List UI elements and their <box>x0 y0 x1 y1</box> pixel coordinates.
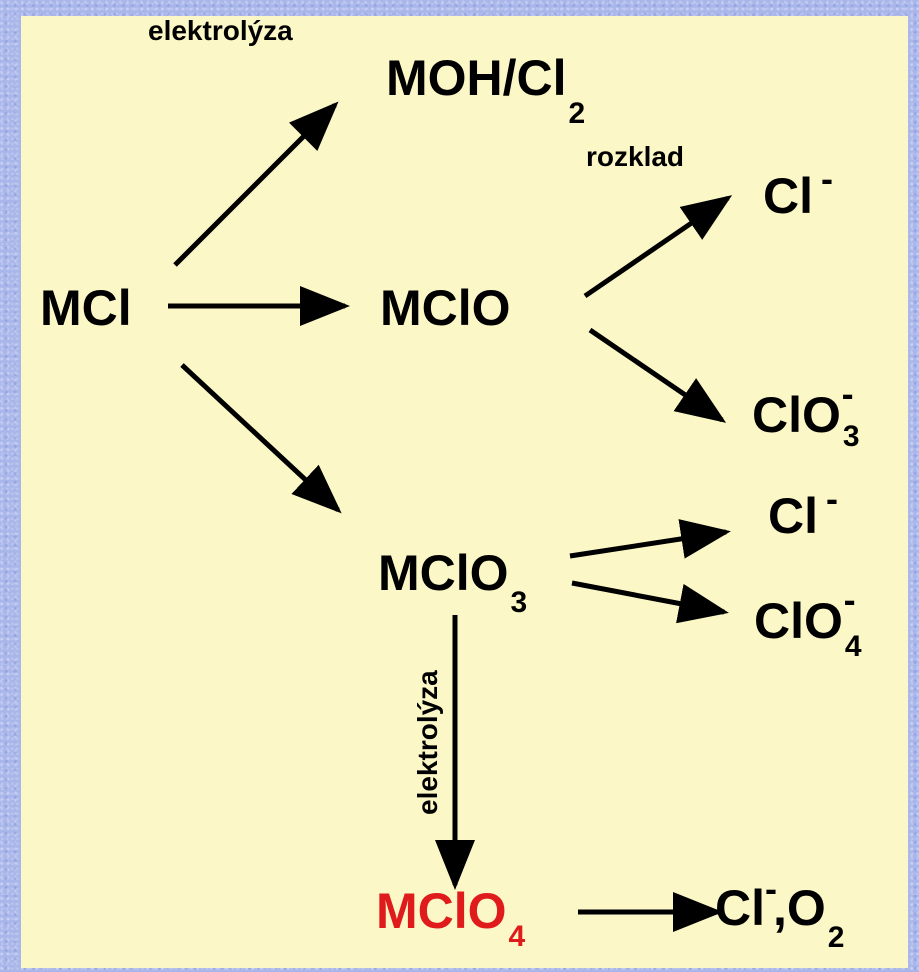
species-mclo4-sub: 4 <box>509 920 526 953</box>
species-cl-minus-1-sup: - <box>821 158 833 199</box>
species-mclo-main: MClO <box>380 280 511 336</box>
arrow-mclo-to-cl-minus <box>583 195 733 299</box>
species-cl-o2-main2: ,O <box>773 880 826 936</box>
species-moh-cl2-sub: 2 <box>569 97 586 130</box>
species-mclo3-sub: 3 <box>511 586 528 619</box>
species-mcl: MCl <box>40 280 132 336</box>
arrow-mclo-to-clo3-minus <box>588 327 727 423</box>
species-cl-o2-main1: Cl <box>715 880 765 936</box>
species-cl-o2-sup: - <box>765 868 777 909</box>
species-moh-cl2: MOH/Cl2 <box>386 50 585 130</box>
diagram-panel <box>21 16 908 968</box>
species-clo4-minus-main: ClO <box>754 593 843 649</box>
species-cl-minus-2: Cl- <box>768 478 838 544</box>
species-mclo3: MClO3 <box>378 545 527 619</box>
arrow-mcl-to-moh-cl2 <box>173 101 339 267</box>
species-mcl-main: MCl <box>40 280 132 336</box>
arrow-mcl-to-mclo3 <box>180 363 342 514</box>
species-clo4-minus: ClO4 - <box>754 579 862 663</box>
species-clo3-minus-main: ClO <box>752 387 841 443</box>
species-cl-minus-2-sup: - <box>826 478 838 519</box>
species-cl-minus-1: Cl- <box>763 158 833 224</box>
species-clo3-minus-sub: 3 <box>843 420 860 453</box>
decomposition-label: rozklad <box>586 141 684 172</box>
species-cl-minus-2-main: Cl <box>768 488 818 544</box>
electrolysis-label-vertical: elektrolýza <box>412 670 443 815</box>
arrow-mclo3-to-cl-minus <box>569 519 731 559</box>
species-cl-o2-sub: 2 <box>828 921 845 954</box>
species-mclo3-main: MClO <box>378 545 509 601</box>
electrolysis-label-top: elektrolýza <box>148 15 293 46</box>
species-cl-minus-1-main: Cl <box>763 168 813 224</box>
species-clo4-minus-sub: 4 <box>845 630 862 663</box>
species-clo3-minus-sup: - <box>842 373 854 414</box>
species-mclo4: MClO4 <box>376 883 526 953</box>
species-moh-cl2-main: MOH/Cl <box>386 50 567 106</box>
species-clo3-minus: ClO3 - <box>752 373 860 453</box>
species-mclo4-main: MClO <box>376 883 507 939</box>
species-cl-o2: Cl-,O2 <box>715 868 844 954</box>
arrow-mclo3-to-clo4-minus <box>571 580 729 624</box>
species-mclo: MClO <box>380 280 511 336</box>
species-clo4-minus-sup: - <box>844 579 856 620</box>
